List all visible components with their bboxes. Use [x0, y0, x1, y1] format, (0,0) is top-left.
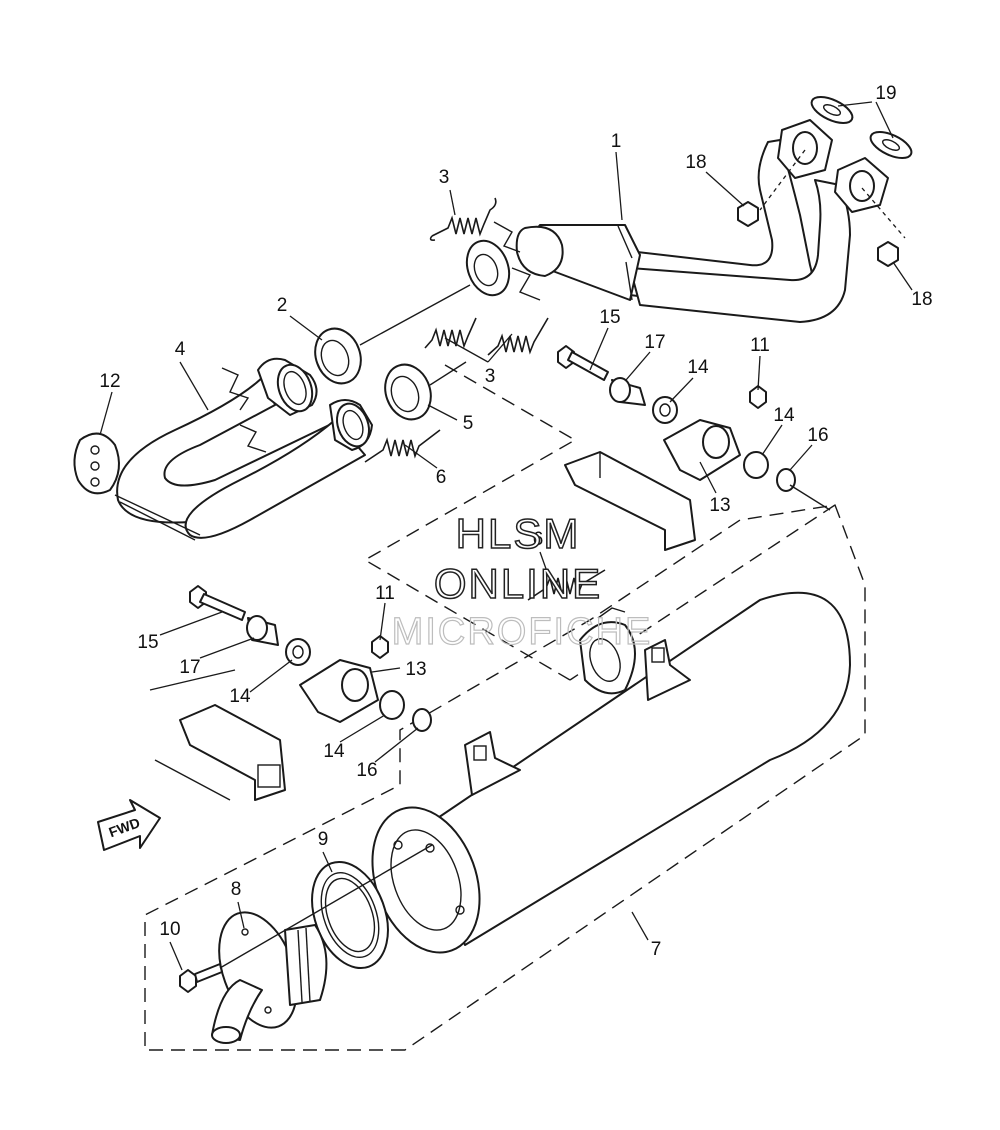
callout-8: 8: [231, 879, 242, 900]
callout-15-right: 15: [599, 307, 620, 328]
callout-5: 5: [463, 413, 474, 434]
silencer-7: [371, 591, 851, 954]
callout-13-right: 13: [709, 495, 730, 516]
callout-19: 19: [875, 83, 896, 104]
callout-14-right-a: 14: [687, 357, 709, 378]
callout-18-lower: 18: [911, 289, 932, 310]
callout-17-right: 17: [644, 332, 665, 353]
bolt-10: [179, 963, 223, 993]
exhaust-pipe-1: [515, 119, 906, 323]
fwd-direction-badge: FWD: [97, 799, 161, 851]
callout-14-right-b: 14: [773, 405, 795, 426]
callout-3-lower: 3: [485, 366, 496, 387]
gasket-5: [384, 363, 432, 421]
gasket-19: [810, 96, 913, 159]
hlsm-watermark: HLSM ONLINE MICROFICHE: [391, 509, 653, 653]
callout-13-left: 13: [405, 659, 426, 680]
nut-18: [737, 201, 899, 267]
callout-14-left-a: 14: [229, 686, 251, 707]
callout-18-upper: 18: [685, 152, 706, 173]
gasket-2: [314, 327, 362, 385]
callout-12: 12: [99, 371, 120, 392]
damper-12: [73, 432, 120, 495]
callout-16-right: 16: [807, 425, 828, 446]
watermark-line-1: HLSM: [456, 510, 581, 557]
callout-10: 10: [159, 919, 180, 940]
callout-1: 1: [611, 131, 622, 152]
callout-6-lower: 6: [533, 529, 544, 550]
pipe-joint-flange: [465, 221, 541, 301]
assembly-axes: [219, 284, 831, 969]
leader-lines: [99, 101, 913, 971]
callout-4: 4: [175, 339, 186, 360]
right-mount-hardware: [557, 345, 796, 551]
callout-3-upper: 3: [439, 167, 450, 188]
exhaust-pipe-4: [114, 357, 373, 541]
watermark-line-3: MICROFICHE: [392, 611, 653, 653]
callout-16-left: 16: [356, 760, 377, 781]
callout-9: 9: [318, 829, 329, 850]
callout-14-left-b: 14: [323, 741, 345, 762]
callout-11-left: 11: [375, 583, 395, 604]
callout-labels: 1 2 3 3 4 5 6 6 7 8 9 10 11 11 12 13 13 …: [99, 83, 932, 960]
callout-7: 7: [651, 939, 662, 960]
callout-6-upper: 6: [436, 467, 447, 488]
callout-11-right: 11: [750, 335, 770, 356]
gasket-9: [311, 860, 389, 970]
callout-2: 2: [277, 295, 288, 316]
callout-17-left: 17: [179, 657, 200, 678]
watermark-line-2: ONLINE: [434, 560, 602, 607]
callout-15-left: 15: [137, 632, 158, 653]
tail-pipe-8: [211, 911, 328, 1044]
left-mount-hardware: [149, 585, 432, 801]
